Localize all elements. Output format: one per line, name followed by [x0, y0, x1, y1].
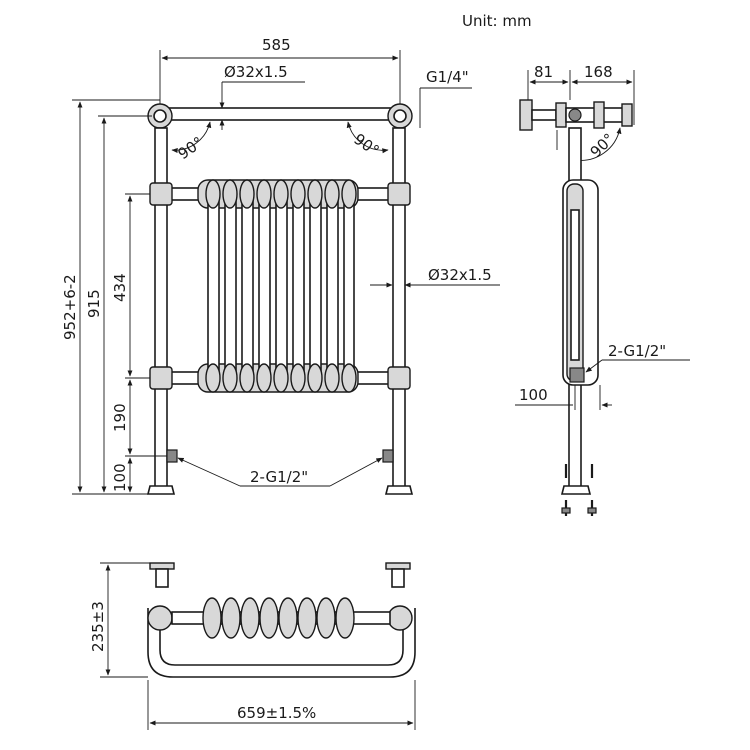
dim-inlet-thread-front: 2-G1/2": [250, 468, 308, 486]
dim-height-100: 100: [111, 463, 129, 492]
dim-rail-diameter-side: Ø32x1.5: [428, 266, 492, 284]
dim-height-190: 190: [111, 403, 129, 432]
angle-side: 90°: [587, 130, 619, 162]
dim-depth-168: 168: [584, 63, 613, 81]
dim-vent-thread: G1/4": [426, 68, 469, 86]
unit-label: Unit: mm: [462, 12, 532, 30]
dim-top-width: 659±1.5%: [237, 704, 316, 722]
dim-height-915: 915: [85, 289, 103, 318]
dim-overall-height: 952+6-2: [61, 274, 79, 340]
dim-width-top: 585: [262, 36, 291, 54]
dim-inlet-thread-side: 2-G1/2": [608, 342, 666, 360]
dim-top-depth: 235±3: [89, 601, 107, 652]
dim-height-434: 434: [111, 273, 129, 302]
front-view: 585 Ø32x1.5 G1/4" 90° 90°: [61, 36, 500, 495]
side-view: 81 168 90° 2-G1/2" 100: [515, 63, 690, 516]
dim-offset-100: 100: [519, 386, 548, 404]
angle-right: 90°: [350, 130, 382, 160]
dim-depth-81: 81: [534, 63, 553, 81]
top-view: 235±3 659±1.5%: [89, 562, 416, 730]
radiator-columns: [197, 179, 359, 393]
dim-rail-diameter-top: Ø32x1.5: [224, 63, 288, 81]
